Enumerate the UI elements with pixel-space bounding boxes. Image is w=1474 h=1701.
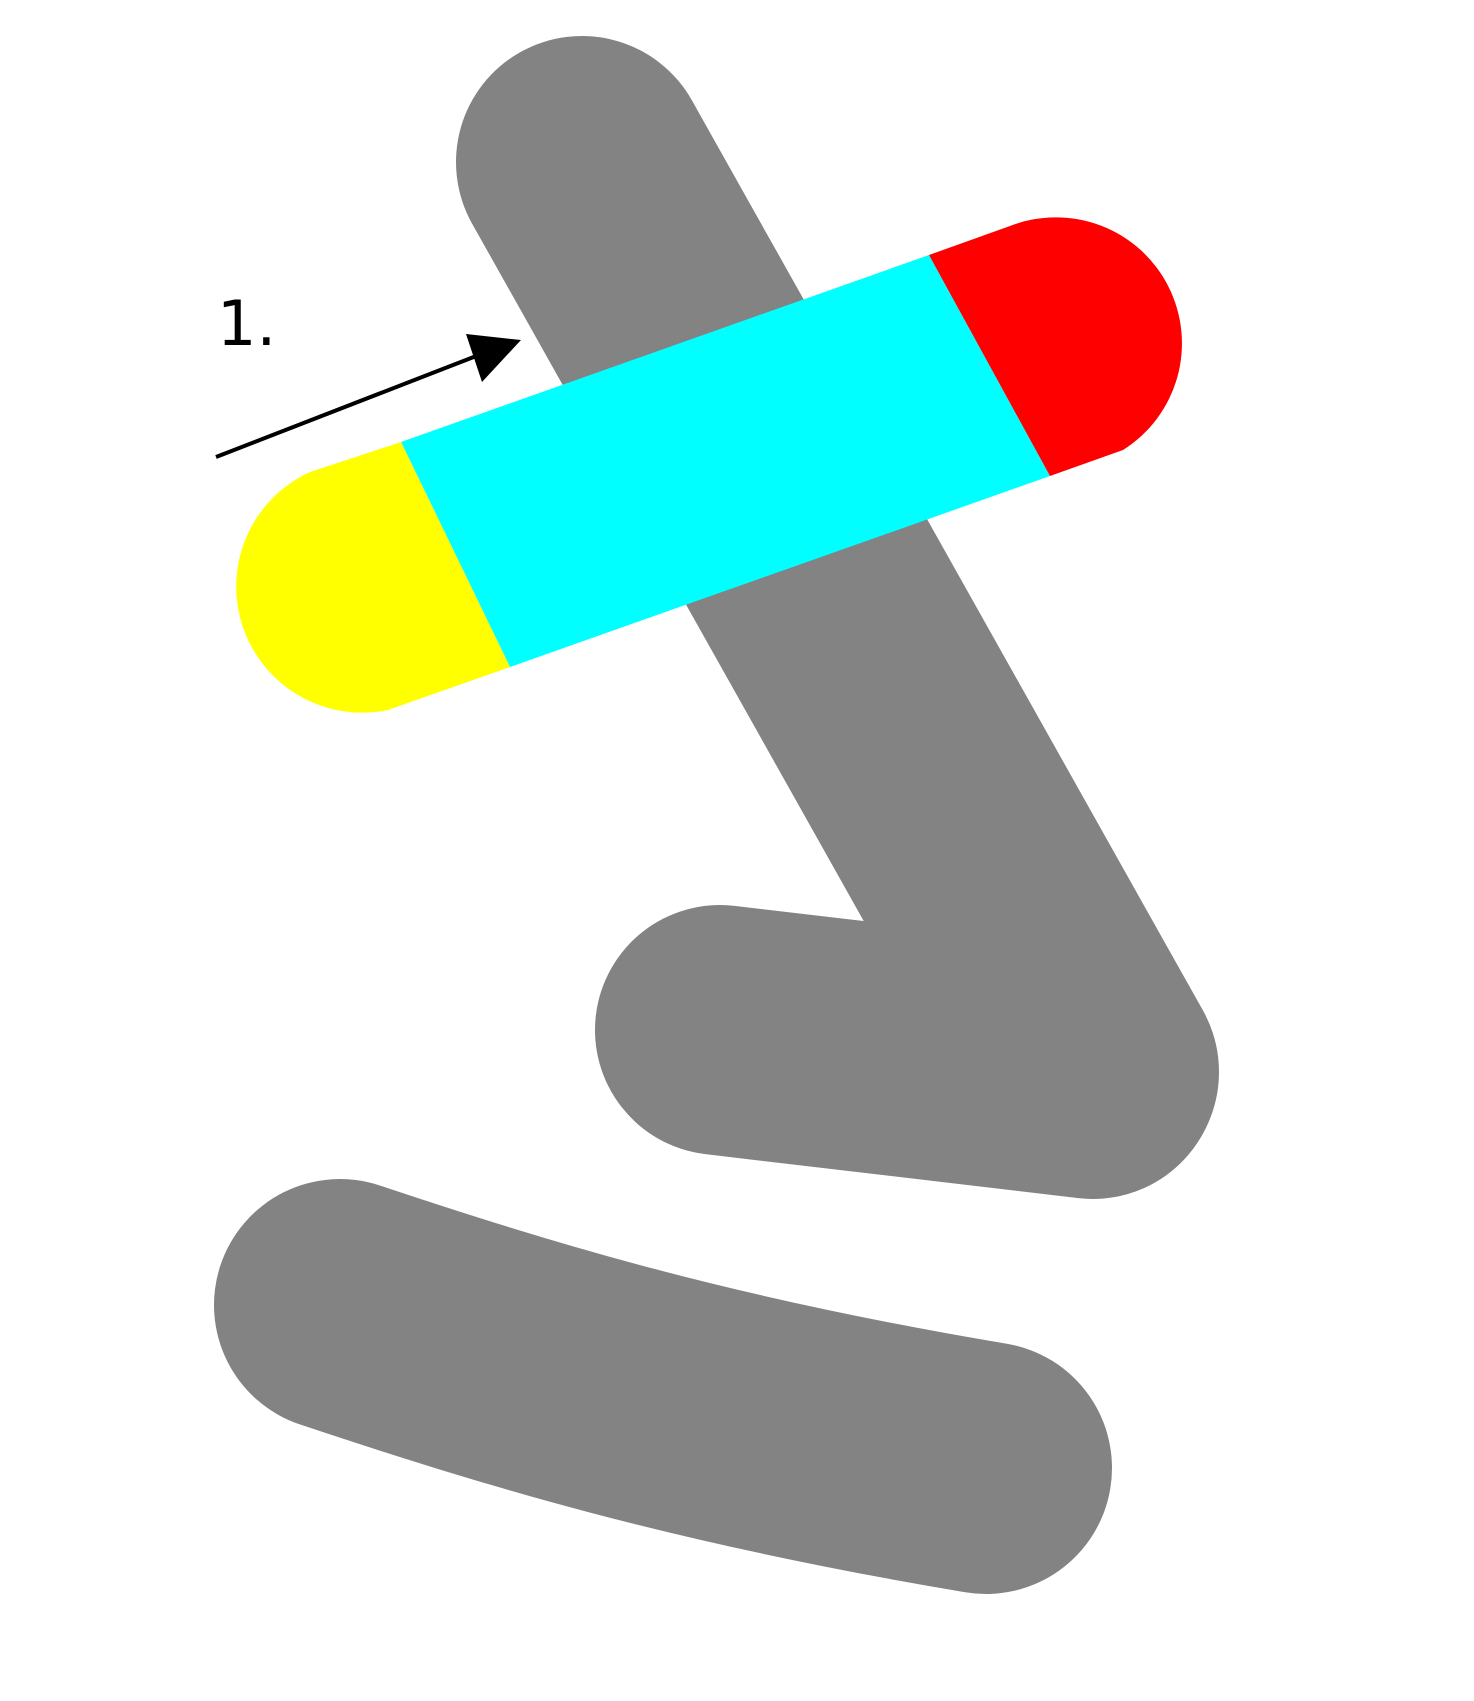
direction-arrow-shaft xyxy=(215,351,485,459)
stroke-middle-segment xyxy=(401,255,1050,667)
highlighted-stroke xyxy=(236,217,1182,713)
direction-indicator: 1. xyxy=(215,287,521,459)
direction-arrowhead-icon xyxy=(466,334,521,382)
gray-stroke-bottom-curve xyxy=(214,1179,1112,1594)
stroke-start-segment xyxy=(236,442,510,713)
stroke-end-segment xyxy=(929,217,1182,476)
character-strokes xyxy=(214,36,1219,1594)
gray-stroke-horizontal xyxy=(595,905,1218,1199)
gray-stroke-diagonal xyxy=(456,36,1219,1198)
step-number-label: 1. xyxy=(217,287,276,360)
